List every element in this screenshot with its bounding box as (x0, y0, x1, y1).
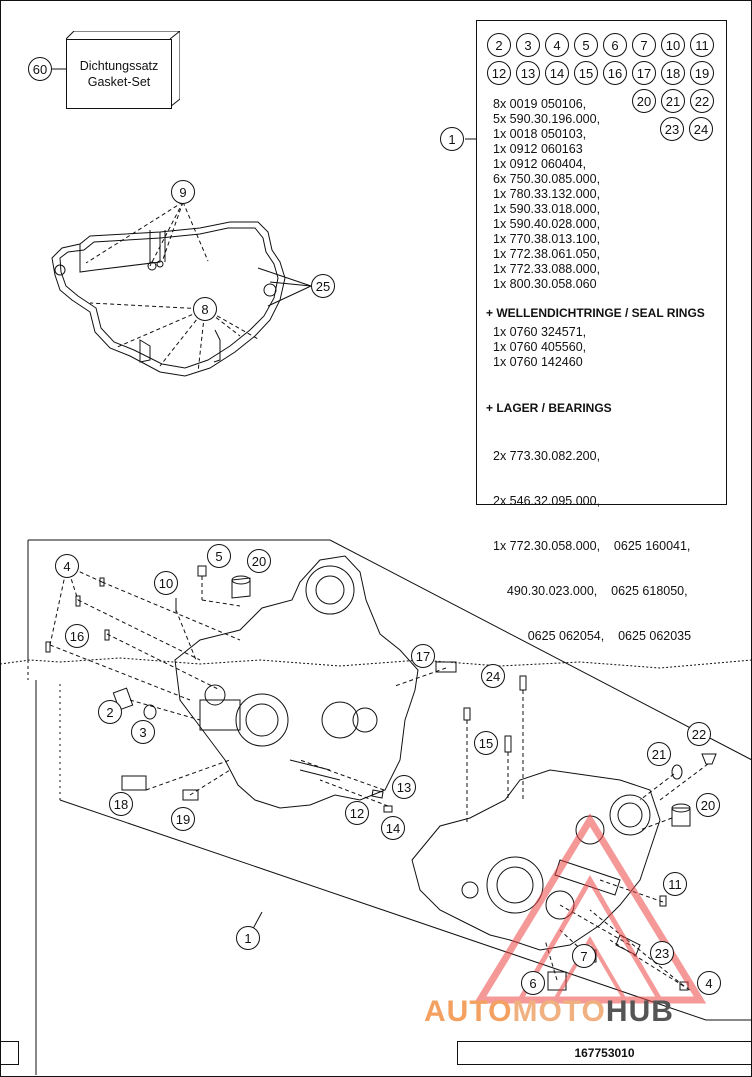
grid-callout[interactable]: 10 (661, 33, 685, 57)
parts-line: 1x 772.38.061.050, (493, 247, 601, 261)
grid-callout[interactable]: 19 (690, 61, 714, 85)
callout-7[interactable]: 7 (572, 944, 596, 968)
callout-21[interactable]: 21 (647, 742, 671, 766)
gasket-box-label: Dichtungssatz Gasket-Set (66, 39, 172, 109)
watermark-logo (473, 813, 707, 1004)
callout-20-right[interactable]: 20 (696, 793, 720, 817)
callout-6[interactable]: 6 (521, 971, 545, 995)
grid-callout[interactable]: 6 (603, 33, 627, 57)
reference-number-box: 167753010 (457, 1041, 752, 1065)
callout-9[interactable]: 9 (171, 180, 195, 204)
parts-line: 6x 750.30.085.000, (493, 172, 601, 186)
parts-line: 8x 0019 050106, (493, 97, 587, 111)
grid-callout[interactable]: 13 (516, 61, 540, 85)
watermark-part2: MOTO (512, 995, 606, 1028)
parts-line: 1x 0912 060404, (493, 157, 587, 171)
bearing-line: 0625 062054, 0625 062035 (493, 629, 692, 643)
callout-1-engine[interactable]: 1 (236, 926, 260, 950)
grid-callout[interactable]: 5 (574, 33, 598, 57)
parts-line: 1x 800.30.058.060 (493, 277, 597, 291)
grid-callout[interactable]: 16 (603, 61, 627, 85)
watermark-part1: AUTO (424, 995, 513, 1028)
grid-callout[interactable]: 11 (690, 33, 714, 57)
bearing-line: 2x 773.30.082.200, (493, 449, 601, 463)
callout-60[interactable]: 60 (28, 57, 52, 81)
parts-line: 1x 590.33.018.000, (493, 202, 601, 216)
watermark-part3: HUB (605, 995, 674, 1028)
footer-left-box (0, 1041, 19, 1065)
seal-rings-header: + WELLENDICHTRINGE / SEAL RINGS (486, 306, 705, 320)
parts-line: 1x 590.40.028.000, (493, 217, 601, 231)
grid-callout[interactable]: 7 (632, 33, 656, 57)
callout-3[interactable]: 3 (131, 720, 155, 744)
bearings-header: + LAGER / BEARINGS (486, 401, 612, 415)
grid-callout[interactable]: 4 (545, 33, 569, 57)
parts-line: 1x 0912 060163 (493, 142, 583, 156)
seal-line: 1x 0760 405560, (493, 340, 587, 354)
engine-panel (27, 539, 752, 1021)
grid-callout[interactable]: 18 (661, 61, 685, 85)
callout-23[interactable]: 23 (650, 941, 674, 965)
seal-list: 1x 0760 324571, 1x 0760 405560, 1x 0760 … (493, 325, 586, 370)
gasket-box-3d (66, 31, 180, 108)
callout-11[interactable]: 11 (663, 872, 687, 896)
grid-callout[interactable]: 2 (487, 33, 511, 57)
watermark-text: AUTOMOTOHUB (424, 995, 674, 1029)
grid-callout[interactable]: 21 (661, 89, 685, 113)
crankcase-left (174, 555, 419, 809)
callout-16[interactable]: 16 (65, 624, 89, 648)
parts-line: 1x 780.33.132.000, (493, 187, 601, 201)
callout-24[interactable]: 24 (481, 664, 505, 688)
grid-callout[interactable]: 23 (660, 117, 684, 141)
callout-14[interactable]: 14 (381, 816, 405, 840)
crankcase-right (411, 769, 661, 951)
parts-line: 1x 772.33.088.000, (493, 262, 601, 276)
callout-12[interactable]: 12 (345, 801, 369, 825)
grid-callout[interactable]: 17 (632, 61, 656, 85)
callout-13[interactable]: 13 (392, 775, 416, 799)
grid-callout[interactable]: 24 (689, 117, 713, 141)
grid-callout[interactable]: 12 (487, 61, 511, 85)
callout-8[interactable]: 8 (193, 297, 217, 321)
callout-1-partsbox[interactable]: 1 (440, 127, 464, 151)
callout-25[interactable]: 25 (311, 274, 335, 298)
parts-line: 5x 590.30.196.000, (493, 112, 601, 126)
parts-line: 1x 0018 050103, (493, 127, 587, 141)
callout-2[interactable]: 2 (98, 700, 122, 724)
reference-number: 167753010 (574, 1046, 635, 1060)
seal-line: 1x 0760 142460 (493, 355, 583, 369)
bearing-list: 2x 773.30.082.200, 2x 546.32.095.000, 1x… (493, 419, 691, 674)
callout-4-left[interactable]: 4 (55, 554, 79, 578)
callout-18[interactable]: 18 (109, 792, 133, 816)
gasket-set-box: Dichtungssatz Gasket-Set (66, 31, 180, 109)
callout-19[interactable]: 19 (171, 807, 195, 831)
callout-4-right[interactable]: 4 (697, 971, 721, 995)
parts-list: 8x 0019 050106, 5x 590.30.196.000, 1x 00… (493, 97, 600, 292)
grid-callout[interactable]: 3 (516, 33, 540, 57)
callout-17[interactable]: 17 (411, 644, 435, 668)
bearing-line: 2x 546.32.095.000, (493, 494, 601, 508)
bearing-line: 1x 772.30.058.000, 0625 160041, (493, 539, 691, 553)
gasket-line2: Gasket-Set (87, 75, 151, 89)
callout-20-top[interactable]: 20 (247, 549, 271, 573)
grid-callout[interactable]: 22 (690, 89, 714, 113)
gasket-outline (51, 221, 286, 377)
callout-10[interactable]: 10 (154, 571, 178, 595)
bearing-line: 490.30.023.000, 0625 618050, (493, 584, 688, 598)
seal-line: 1x 0760 324571, (493, 325, 587, 339)
parts-line: 1x 770.38.013.100, (493, 232, 601, 246)
callout-5[interactable]: 5 (207, 544, 231, 568)
callout-22[interactable]: 22 (687, 722, 711, 746)
gasket-line1: Dichtungssatz (79, 59, 159, 73)
grid-callout[interactable]: 20 (632, 89, 656, 113)
grid-callout[interactable]: 15 (574, 61, 598, 85)
callout-15[interactable]: 15 (474, 731, 498, 755)
grid-callout[interactable]: 14 (545, 61, 569, 85)
